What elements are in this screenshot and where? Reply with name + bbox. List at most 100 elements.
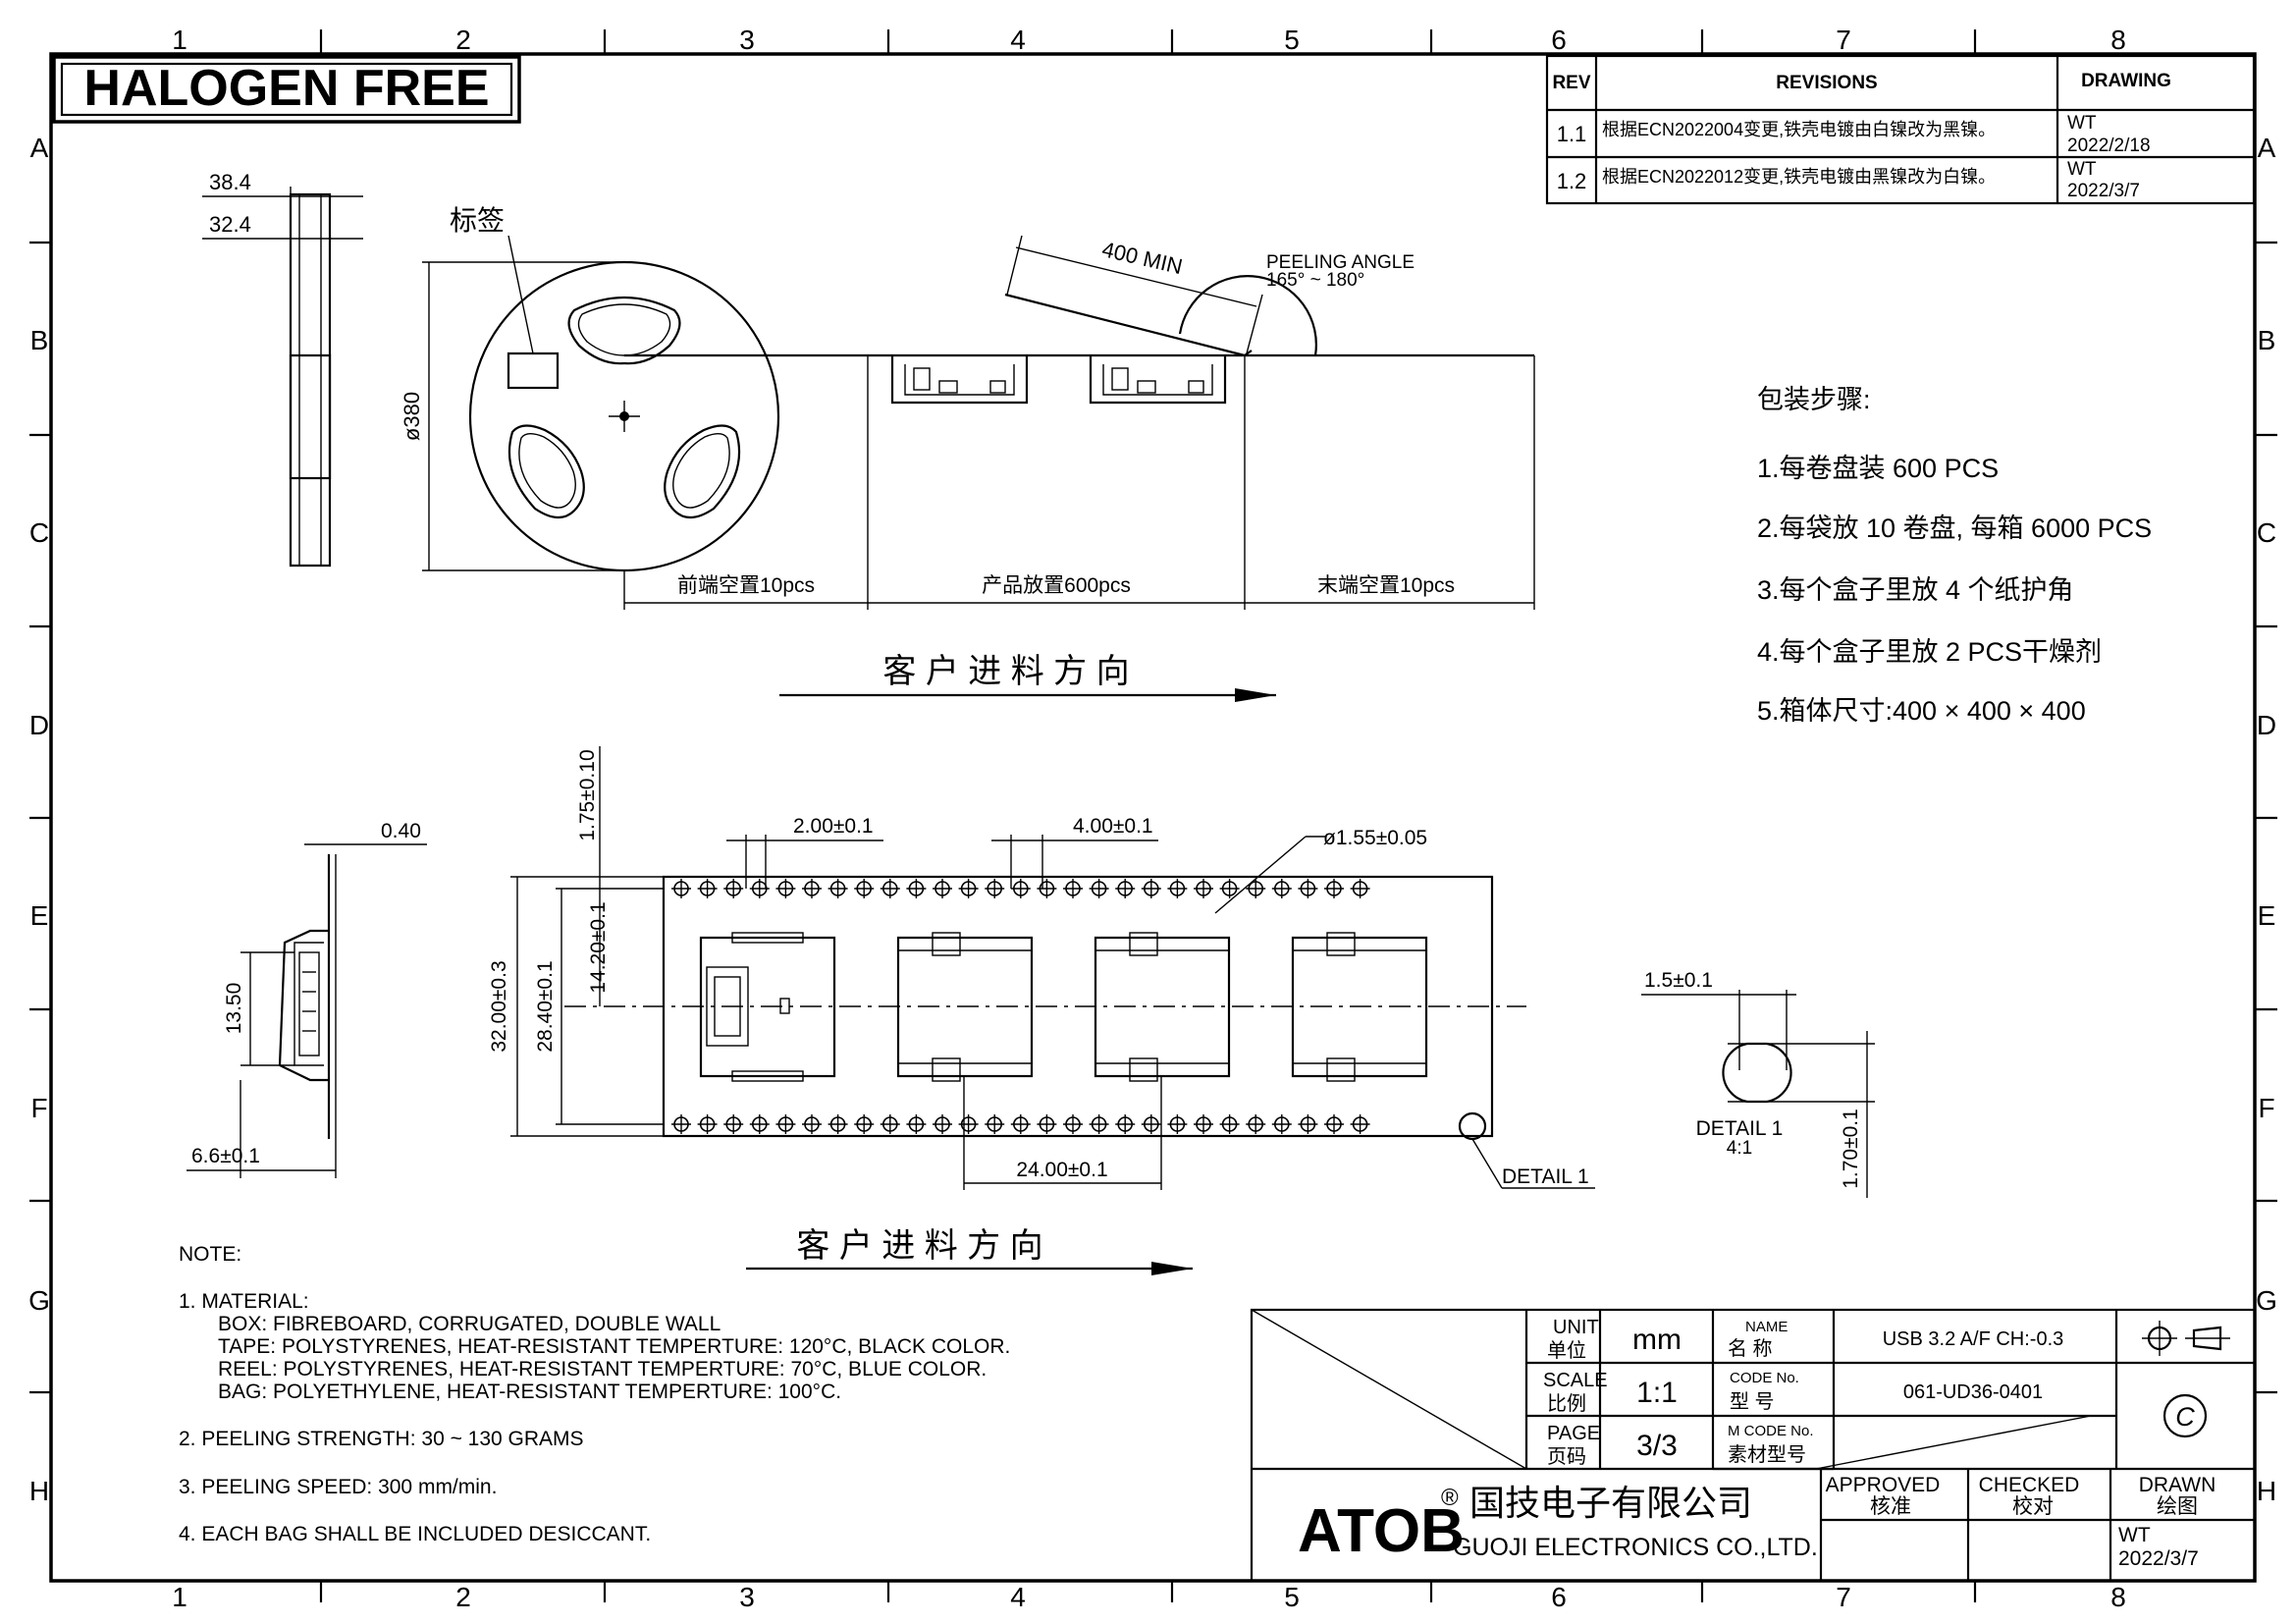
reel-side-view: 38.4 32.4 xyxy=(202,170,363,568)
rev-row-2-rev: 1.2 xyxy=(1557,169,1587,193)
rev-row-1-date: 2022/2/18 xyxy=(2067,135,2151,156)
grid-row-right-b: B xyxy=(2258,325,2276,355)
mcode-label-en: M CODE No. xyxy=(1728,1423,1814,1439)
rev-row-1-text: 根据ECN2022004变更,铁壳电镀由白镍改为黑镍。 xyxy=(1602,120,1996,139)
notes-title: NOTE: xyxy=(179,1243,241,1266)
packing-title: 包装步骤: xyxy=(1757,385,1871,414)
note-line-5: BAG: POLYETHYLENE, HEAT-RESISTANT TEMPER… xyxy=(218,1380,841,1403)
page-value: 3/3 xyxy=(1636,1430,1678,1462)
approved-label-cn: 核准 xyxy=(1870,1495,1911,1518)
checked-label-en: CHECKED xyxy=(1979,1474,2080,1496)
tape-pocket-2 xyxy=(896,932,1034,1082)
rev-header-revisions: REVISIONS xyxy=(1776,73,1877,93)
tape-layout: 400 MIN PEELING ANGLE 165° ~ 180° 前端空置10… xyxy=(623,235,1535,702)
copyright-icon: C xyxy=(2163,1393,2208,1438)
pocket-depth: 6.6±0.1 xyxy=(191,1145,260,1167)
tape-pocket-3 xyxy=(1094,932,1231,1082)
note-line-6: 2. PEELING STRENGTH: 30 ~ 130 GRAMS xyxy=(179,1428,584,1450)
banner-text: HALOGEN FREE xyxy=(83,60,489,117)
note-line-2: BOX: FIBREBOARD, CORRUGATED, DOUBLE WALL xyxy=(218,1313,721,1335)
packing-step-1: 1.每卷盘装 600 PCS xyxy=(1757,454,1999,483)
grid-col-top-3: 3 xyxy=(739,25,755,55)
grid-col-top-4: 4 xyxy=(1010,25,1026,55)
code-label-cn: 型 号 xyxy=(1730,1390,1775,1413)
grid-row-right-c: C xyxy=(2257,517,2276,548)
note-line-4: REEL: POLYSTYRENES, HEAT-RESISTANT TEMPE… xyxy=(218,1358,987,1380)
title-block: UNIT 单位 mm SCALE 比例 1:1 PAGE 页码 3/3 NAME… xyxy=(1250,1308,2257,1583)
rev-row-2-date: 2022/3/7 xyxy=(2067,181,2140,201)
packing-steps: 包装步骤: 1.每卷盘装 600 PCS 2.每袋放 10 卷盘, 每箱 600… xyxy=(1757,385,2152,726)
tape-width: 32.00±0.3 xyxy=(488,960,510,1052)
carrier-tape-top-view: 32.00±0.3 28.40±0.1 14.20±0.1 1.75±0.10 … xyxy=(488,746,1595,1275)
company-logo: ATOB xyxy=(1298,1497,1465,1565)
drawn-label-en: DRAWN xyxy=(2139,1474,2216,1496)
reel-dim-inner: 32.4 xyxy=(209,212,251,237)
grid-col-top-6: 6 xyxy=(1551,25,1567,55)
page-label-en: PAGE xyxy=(1547,1423,1600,1444)
checked-label-cn: 校对 xyxy=(2012,1495,2054,1518)
grid-row-left-d: D xyxy=(29,710,49,740)
grid-row-right-e: E xyxy=(2258,900,2276,931)
pocket-pitch: 24.00±0.1 xyxy=(1016,1159,1107,1181)
grid-col-bottom-4: 4 xyxy=(1010,1582,1026,1612)
hole-pitch: 4.00±0.1 xyxy=(1073,815,1153,838)
note-line-8: 4. EACH BAG SHALL BE INCLUDED DESICCANT. xyxy=(179,1523,651,1545)
company-name-en: GUOJI ELECTRONICS CO.,LTD. xyxy=(1453,1534,1818,1561)
edge-to-hole: 1.75±0.10 xyxy=(576,749,599,840)
note-line-7: 3. PEELING SPEED: 300 mm/min. xyxy=(179,1476,497,1498)
rev-row-2-by: WT xyxy=(2067,159,2097,180)
projection-symbol-icon xyxy=(2142,1321,2230,1356)
sheet-frame: 1 2 3 4 5 6 7 8 1 2 3 4 5 6 7 8 A B C D … xyxy=(28,25,2277,1612)
hole-diameter: ø1.55±0.05 xyxy=(1323,827,1427,849)
feed-direction-top: 客 户 进 料 方 向 xyxy=(882,653,1129,690)
grid-row-left-f: F xyxy=(30,1093,47,1123)
packing-step-4: 4.每个盒子里放 2 PCS干燥剂 xyxy=(1757,637,2102,667)
rev-row-2-text: 根据ECN2022012变更,铁壳电镀由黑镍改为白镍。 xyxy=(1602,167,1996,187)
grid-col-bottom-6: 6 xyxy=(1551,1582,1567,1612)
unit-label-en: UNIT xyxy=(1553,1317,1599,1338)
grid-col-top-7: 7 xyxy=(1836,25,1851,55)
detail-scale: 4:1 xyxy=(1727,1138,1752,1159)
tape-trailer: 末端空置10pcs xyxy=(1317,574,1455,597)
grid-row-left-a: A xyxy=(30,133,49,163)
scale-value: 1:1 xyxy=(1636,1377,1678,1409)
grid-col-bottom-1: 1 xyxy=(172,1582,187,1612)
drawn-date: 2022/3/7 xyxy=(2118,1547,2199,1570)
grid-row-right-d: D xyxy=(2257,710,2276,740)
revision-table: REV REVISIONS DRAWING 1.1 根据ECN2022004变更… xyxy=(1545,54,2256,205)
hole-pitch-offset: 2.00±0.1 xyxy=(793,815,874,838)
grid-row-left-h: H xyxy=(29,1476,49,1506)
feed-direction-bottom: 客 户 进 料 方 向 xyxy=(796,1227,1042,1265)
packing-step-5: 5.箱体尺寸:400 × 400 × 400 xyxy=(1757,696,2086,726)
peeling-angle-title: PEELING ANGLE xyxy=(1266,252,1415,273)
approved-label-en: APPROVED xyxy=(1826,1474,1941,1496)
copyright-letter: C xyxy=(2175,1402,2195,1432)
grid-col-top-2: 2 xyxy=(455,25,471,55)
pocket-height: 13.50 xyxy=(223,983,245,1035)
name-label-en: NAME xyxy=(1745,1319,1788,1335)
grid-col-bottom-7: 7 xyxy=(1836,1582,1851,1612)
tape-pocket-4 xyxy=(1291,932,1428,1082)
name-value: USB 3.2 A/F CH:-0.3 xyxy=(1883,1328,2064,1350)
center-offset: 14.20±0.1 xyxy=(587,901,610,993)
drawn-label-cn: 绘图 xyxy=(2157,1495,2198,1518)
scale-label-cn: 比例 xyxy=(1547,1392,1586,1415)
peeling-angle-range: 165° ~ 180° xyxy=(1266,270,1364,291)
halogen-free-banner: HALOGEN FREE xyxy=(52,55,521,124)
grid-col-bottom-2: 2 xyxy=(455,1582,471,1612)
grid-row-left-e: E xyxy=(30,900,49,931)
note-line-1: 1. MATERIAL: xyxy=(179,1290,309,1313)
code-label-en: CODE No. xyxy=(1730,1370,1799,1386)
grid-col-top-5: 5 xyxy=(1284,25,1300,55)
unit-label-cn: 单位 xyxy=(1547,1339,1586,1362)
detail-height: 1.70±0.1 xyxy=(1840,1109,1862,1189)
grid-row-left-b: B xyxy=(30,325,49,355)
unit-value: mm xyxy=(1632,1324,1682,1356)
detail-width: 1.5±0.1 xyxy=(1644,969,1713,992)
code-value: 061-UD36-0401 xyxy=(1903,1381,2043,1403)
grid-row-right-g: G xyxy=(2256,1285,2277,1316)
grid-col-top-1: 1 xyxy=(172,25,187,55)
packing-step-3: 3.每个盒子里放 4 个纸护角 xyxy=(1757,575,2074,605)
packing-step-2: 2.每袋放 10 卷盘, 每箱 6000 PCS xyxy=(1757,514,2152,543)
